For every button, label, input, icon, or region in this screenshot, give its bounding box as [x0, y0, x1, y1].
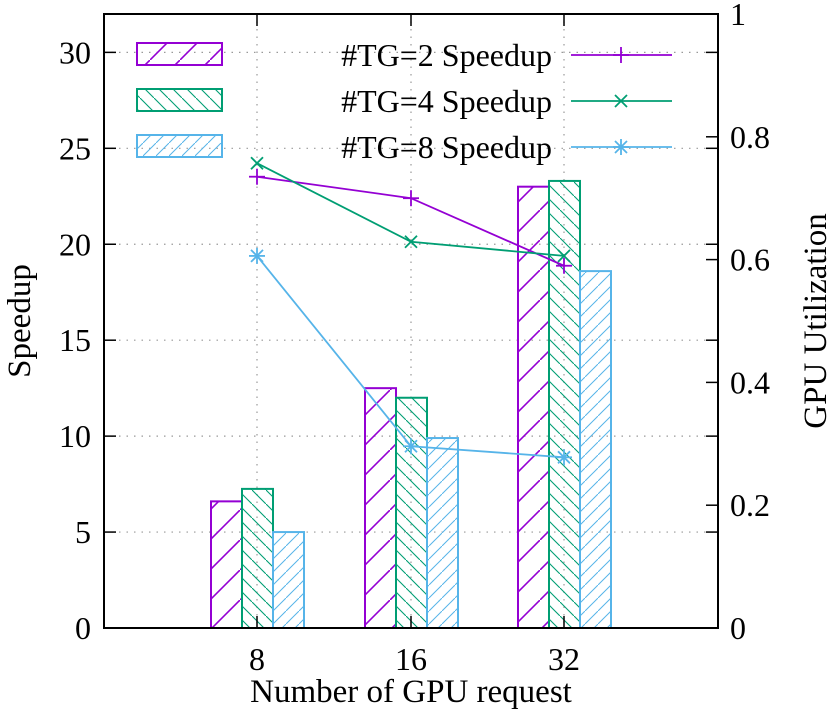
- y2-tick-label: 0: [730, 610, 746, 646]
- y2-axis-label: GPU Utilization: [798, 213, 830, 428]
- y2-tick-label: 1: [730, 0, 746, 32]
- y-tick-label: 25: [59, 130, 91, 166]
- y-tick-label: 30: [59, 34, 91, 70]
- marker-stroke: [250, 156, 264, 170]
- bar--tg-4-speedup: [241, 487, 274, 629]
- plus-marker-icon: [556, 257, 572, 274]
- legend-label: #TG=8 Speedup: [341, 129, 552, 165]
- legend-swatch: [136, 134, 223, 158]
- bar--tg-8-speedup: [579, 270, 612, 629]
- marker-stroke: [404, 235, 418, 249]
- x-axis-label: Number of GPU request: [250, 674, 572, 710]
- utilization-lines: [249, 156, 572, 466]
- bar--tg-8-speedup: [426, 437, 459, 630]
- y-tick-label: 5: [75, 514, 91, 550]
- legend-swatch: [136, 42, 223, 66]
- marker-stroke: [404, 439, 418, 453]
- plus-marker-icon: [249, 168, 265, 185]
- bar--tg-2-speedup: [364, 387, 397, 629]
- marker-stroke: [250, 249, 264, 263]
- star-marker-icon: [403, 438, 419, 455]
- marker-stroke: [614, 94, 628, 108]
- bar--tg-2-speedup: [210, 500, 243, 629]
- cross-marker-icon: [557, 249, 571, 263]
- y-tick-label: 10: [59, 418, 91, 454]
- plus-marker-icon: [403, 190, 419, 207]
- bar--tg-4-speedup: [548, 179, 581, 629]
- x-tick-label: 16: [395, 641, 427, 677]
- legend-label: #TG=2 Speedup: [341, 37, 552, 73]
- y2-tick-label: 0.4: [730, 364, 770, 400]
- cross-marker-icon: [614, 94, 628, 108]
- y-tick-label: 15: [59, 322, 91, 358]
- star-marker-icon: [249, 247, 265, 264]
- y2-tick-label: 0.8: [730, 119, 770, 155]
- marker-stroke: [557, 249, 571, 263]
- axis-ticks: 0 5 10 15 20 25 30 0 0.2 0.4 0.6 0.8 1 8 16 32: [59, 0, 770, 677]
- y2-tick-label: 0.2: [730, 487, 770, 523]
- legend: #TG=2 Speedup #TG=4 Speedup #TG=8 Speedup: [136, 37, 672, 165]
- cross-marker-icon: [250, 156, 264, 170]
- star-marker-icon: [613, 139, 629, 155]
- y-axis-label: Speedup: [2, 264, 38, 378]
- x-tick-label: 8: [249, 641, 265, 677]
- marker-stroke: [614, 140, 628, 154]
- x-tick-label: 32: [548, 641, 580, 677]
- y-tick-label: 20: [59, 226, 91, 262]
- y-tick-label: 0: [75, 610, 91, 646]
- y2-tick-label: 0.6: [730, 242, 770, 278]
- marker-stroke: [557, 450, 571, 464]
- legend-swatch: [136, 88, 223, 112]
- plus-marker-icon: [613, 47, 629, 63]
- star-marker-icon: [556, 449, 572, 466]
- bar--tg-8-speedup: [272, 531, 305, 629]
- legend-label: #TG=4 Speedup: [341, 83, 552, 119]
- cross-marker-icon: [404, 235, 418, 249]
